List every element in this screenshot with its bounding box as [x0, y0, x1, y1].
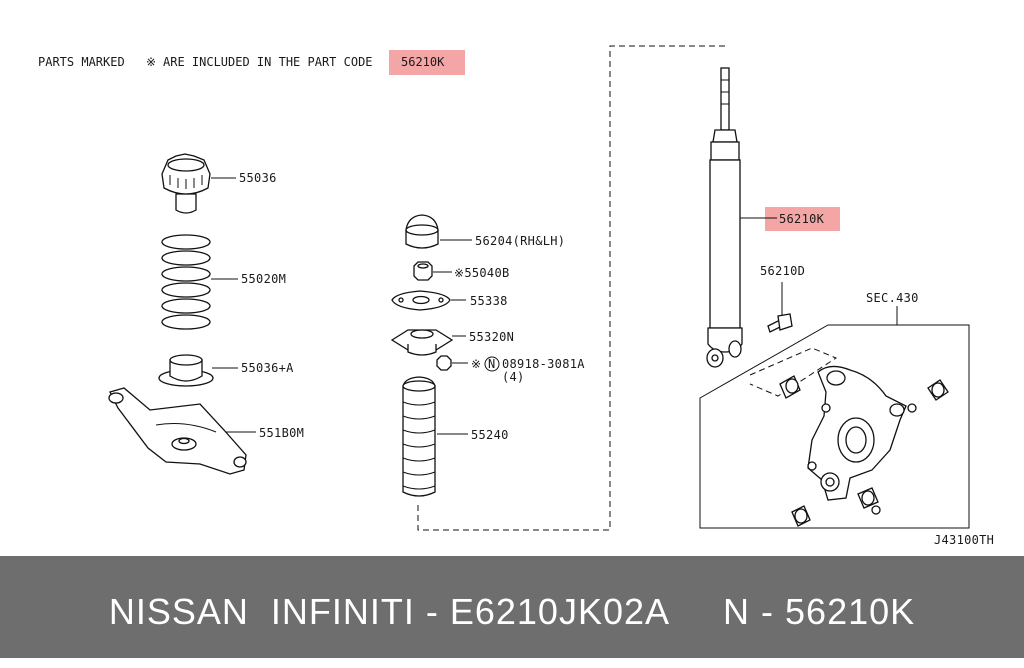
- header-note: PARTS MARKED ※ ARE INCLUDED IN THE PART …: [38, 50, 465, 75]
- label-55040B: ※55040B: [454, 266, 510, 280]
- dashed-bracket: [417, 45, 725, 531]
- label-551B0M: 551B0M: [259, 426, 304, 440]
- code-56210K-highlight: [765, 207, 840, 231]
- label-55036A: 55036+A: [241, 361, 294, 375]
- footer-bar: NISSAN INFINITI - E6210JK02A N - 56210K: [0, 556, 1024, 658]
- label-08918-n: N: [488, 357, 496, 371]
- label-56210K: 56210K: [779, 212, 825, 226]
- strut-mount[interactable]: [390, 329, 454, 356]
- nut[interactable]: [413, 261, 433, 281]
- flange-nut[interactable]: [436, 355, 452, 371]
- note-code-highlight: [389, 50, 465, 75]
- footer-part-code: NISSAN INFINITI - E6210JK02A N - 56210K: [108, 591, 916, 632]
- bushings[interactable]: [779, 375, 949, 527]
- note-mark: ※: [146, 55, 156, 69]
- label-56204: 56204(RH&LH): [475, 234, 565, 248]
- label-08918-mark: ※: [471, 357, 481, 371]
- bump-boot[interactable]: [402, 376, 436, 497]
- note-suffix: ARE INCLUDED IN THE PART CODE: [163, 55, 373, 69]
- label-08918: 08918-3081A: [502, 357, 585, 371]
- lower-link-arm[interactable]: [108, 387, 247, 475]
- section-box: [699, 324, 970, 529]
- label-55338: 55338: [470, 294, 508, 308]
- label-56210D: 56210D: [760, 264, 805, 278]
- lower-spring-seat[interactable]: [158, 354, 214, 387]
- note-code: 56210K: [401, 55, 445, 69]
- mounting-bolt[interactable]: [767, 313, 793, 333]
- shock-absorber[interactable]: [706, 67, 743, 368]
- parts-diagram: PARTS MARKED ※ ARE INCLUDED IN THE PART …: [38, 45, 994, 547]
- dust-cap[interactable]: [405, 214, 439, 249]
- upper-spring-seat[interactable]: [161, 153, 211, 214]
- label-55036: 55036: [239, 171, 277, 185]
- coil-spring[interactable]: [161, 234, 211, 330]
- rear-knuckle[interactable]: [749, 347, 907, 501]
- note-prefix: PARTS MARKED: [38, 55, 125, 69]
- diagram-id: J43100TH: [934, 533, 994, 547]
- label-sec430: SEC.430: [866, 291, 919, 305]
- label-55320N: 55320N: [469, 330, 514, 344]
- label-55240: 55240: [471, 428, 509, 442]
- mount-plate[interactable]: [391, 290, 451, 311]
- label-55020M: 55020M: [241, 272, 286, 286]
- label-08918-qty: (4): [502, 370, 525, 384]
